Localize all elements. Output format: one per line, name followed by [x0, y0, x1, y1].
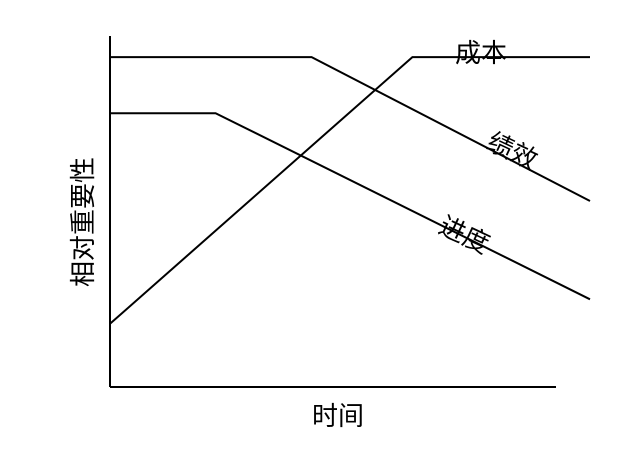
series-label-cost: 成本	[455, 39, 507, 69]
series-group	[109, 56, 591, 325]
axes	[109, 36, 556, 388]
x-axis-label: 时间	[312, 402, 364, 432]
series-label-schedule: 进度	[434, 211, 494, 260]
series-label-performance: 绩效	[482, 127, 542, 176]
series-line-schedule	[110, 112, 591, 301]
series-line-performance	[110, 56, 591, 202]
series-line-cost	[109, 56, 590, 325]
y-axis-label: 相对重要性	[69, 157, 99, 287]
